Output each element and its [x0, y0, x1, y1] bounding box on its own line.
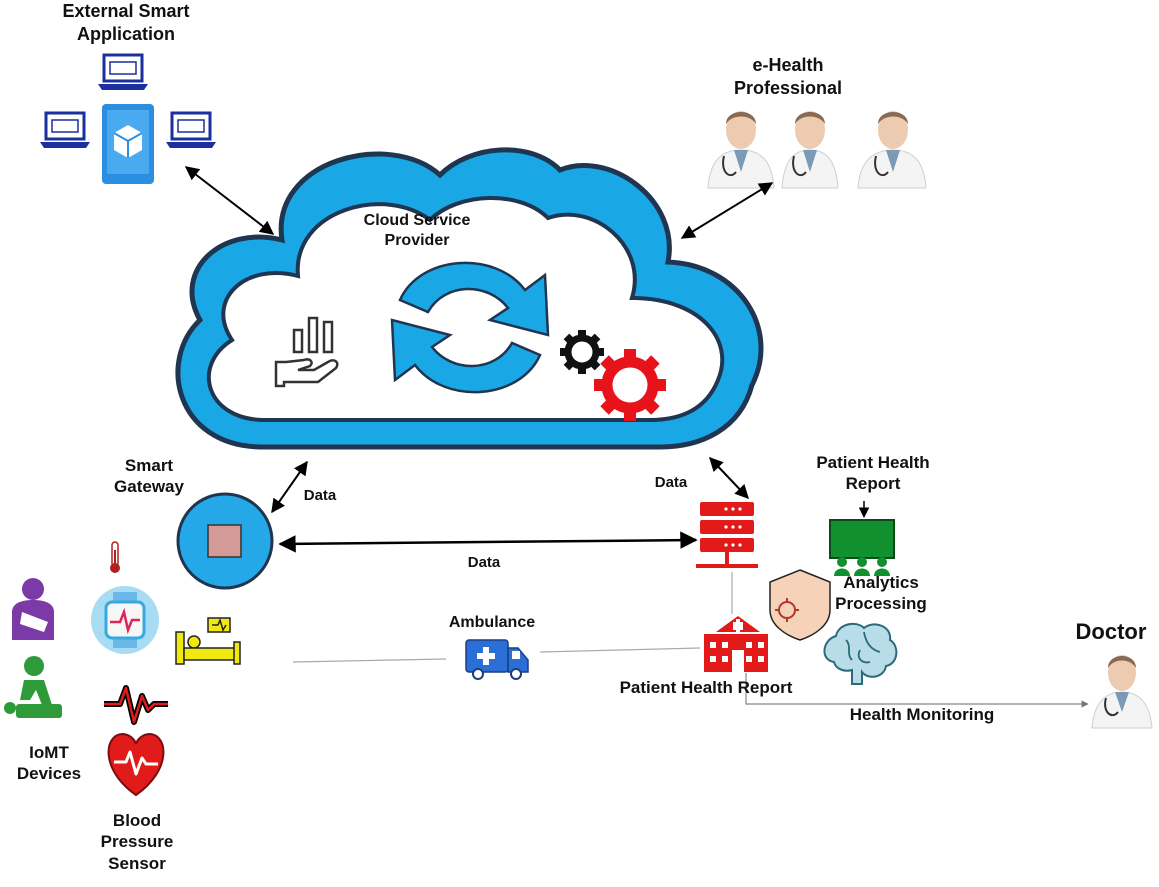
doctor-icon [857, 111, 927, 189]
server-icon [696, 502, 758, 568]
data-label-gateway-server: Data [467, 554, 501, 571]
hospital-bed-icon [175, 617, 241, 665]
patient-health-report-bottom-label: Patient Health Report [619, 678, 793, 697]
hand-chart-icon [274, 316, 339, 388]
tablet-icon [102, 104, 154, 184]
sync-icon [390, 261, 550, 394]
connectors [184, 166, 1089, 708]
doctor-icon [707, 111, 775, 189]
injured-person-icon [12, 578, 54, 640]
hospital-icon [704, 616, 768, 672]
ambulance-label: Ambulance [448, 614, 536, 631]
gateway-icon [176, 492, 274, 590]
cloud-icon [175, 147, 764, 450]
laptop-icon [166, 111, 216, 148]
shield-virus-icon [769, 569, 831, 641]
doctor-icon [781, 111, 839, 189]
laptop-icon [40, 111, 90, 148]
health-monitoring-label: Health Monitoring [849, 705, 995, 724]
brain-icon [823, 622, 898, 685]
ecg-icon [104, 685, 168, 725]
doctor-label: Doctor [1075, 619, 1147, 644]
ambulance-icon [465, 639, 529, 680]
cpr-icon [4, 656, 62, 718]
thermometer-icon [110, 541, 120, 573]
board-meeting-icon [829, 519, 895, 576]
heart-icon [107, 732, 165, 797]
smartwatch-icon [91, 586, 159, 654]
data-label-cloud-server: Data [654, 474, 688, 491]
laptop-icon [98, 53, 148, 90]
data-label-gateway-cloud: Data [303, 487, 337, 504]
doctor-icon [1091, 655, 1153, 729]
